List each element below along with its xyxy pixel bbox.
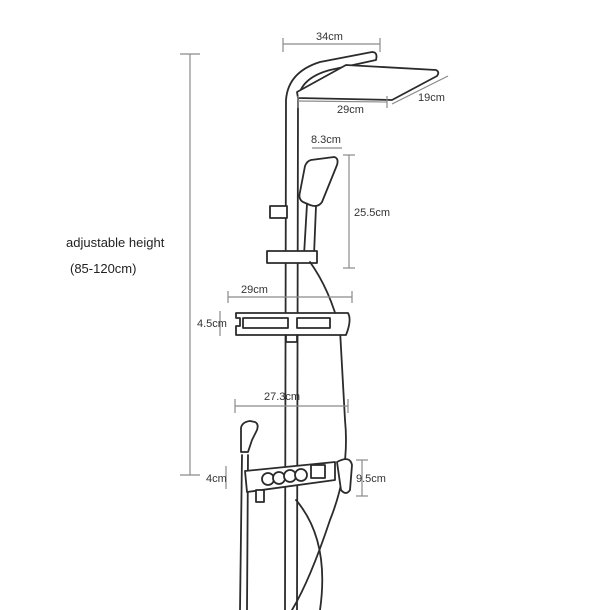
- handheld-length-label: 25.5cm: [354, 207, 390, 219]
- valve-outlet: [255, 489, 265, 503]
- height-range-label: (85-120cm): [70, 261, 136, 276]
- valve-display: [310, 464, 326, 479]
- handle-height-dimension: [356, 459, 368, 497]
- head-width-dimension: [391, 75, 449, 105]
- shelf-clamp: [285, 334, 298, 343]
- shelf-height-label: 4.5cm: [197, 318, 227, 330]
- overhead-arm-dimension: [282, 38, 381, 52]
- handle-height-label: 9.5cm: [356, 473, 386, 485]
- bidet-sprayer: [240, 420, 259, 453]
- head-length-label: 29cm: [337, 104, 364, 116]
- slide-bracket-upper: [269, 205, 288, 219]
- riser-pole: [284, 51, 378, 610]
- handheld-grip: [303, 203, 317, 256]
- shelf-width-dimension: [227, 291, 353, 303]
- valve-handle: [336, 458, 353, 494]
- shelf-slot-right: [296, 317, 331, 329]
- head-length-dimension: [297, 96, 388, 108]
- valve-width-label: 27.3cm: [264, 391, 300, 403]
- valve-width-dimension: [234, 399, 349, 413]
- valve-knob-4: [294, 468, 308, 482]
- overhead-arm-label: 34cm: [316, 31, 343, 43]
- handheld-length-dimension: [343, 154, 355, 269]
- valve-knob-2: [272, 471, 286, 485]
- shelf-slot-left: [242, 317, 289, 329]
- height-dimension: [180, 53, 200, 476]
- slide-bracket-lower: [266, 250, 318, 264]
- rain-shower-head: [296, 64, 440, 101]
- adjustable-height-label: adjustable height: [66, 235, 165, 250]
- shower-hose-lower: [295, 499, 324, 610]
- head-width-label: 19cm: [418, 92, 445, 104]
- shelf-width-label: 29cm: [241, 284, 268, 296]
- handheld-width-label: 8.3cm: [311, 134, 341, 146]
- valve-body-height-label: 4cm: [206, 473, 227, 485]
- handheld-shower: [298, 156, 339, 207]
